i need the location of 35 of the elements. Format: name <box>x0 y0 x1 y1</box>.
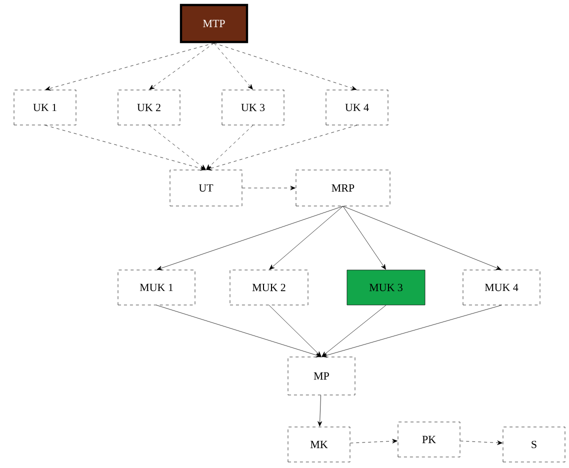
arrow <box>206 125 358 170</box>
process-box: MUK 2 <box>230 270 308 306</box>
arrow <box>156 206 344 270</box>
arrow <box>44 125 206 171</box>
process-box: S <box>502 426 566 462</box>
process-box: UK 1 <box>14 90 76 126</box>
process-box: UK 3 <box>222 90 284 126</box>
process-box: MRP <box>296 170 390 206</box>
arrow <box>318 395 322 426</box>
arrow <box>350 438 398 444</box>
arrow <box>322 305 386 357</box>
arrow <box>322 305 502 358</box>
arrow <box>342 206 386 270</box>
process-box: UK 2 <box>118 90 180 126</box>
arrow <box>214 42 253 90</box>
process-box: UT <box>170 170 242 206</box>
arrow <box>148 125 206 170</box>
arrow <box>460 440 502 445</box>
arrow <box>214 42 357 90</box>
process-box: MP <box>288 356 356 396</box>
process-box: MUK 4 <box>462 270 540 306</box>
arrow <box>206 125 254 170</box>
process-box: PK <box>398 422 460 458</box>
arrow <box>342 206 502 270</box>
process-box: MUK 1 <box>118 270 196 306</box>
process-box: UK 4 <box>326 90 388 126</box>
process-box: MK <box>288 426 350 462</box>
arrow <box>45 42 214 91</box>
header-box: MTP <box>180 4 248 44</box>
arrow <box>242 186 296 190</box>
arrow <box>149 42 214 90</box>
arrow <box>156 305 322 358</box>
process-box: MUK 3 <box>346 270 426 306</box>
arrow <box>269 206 344 270</box>
arrow <box>268 305 322 357</box>
